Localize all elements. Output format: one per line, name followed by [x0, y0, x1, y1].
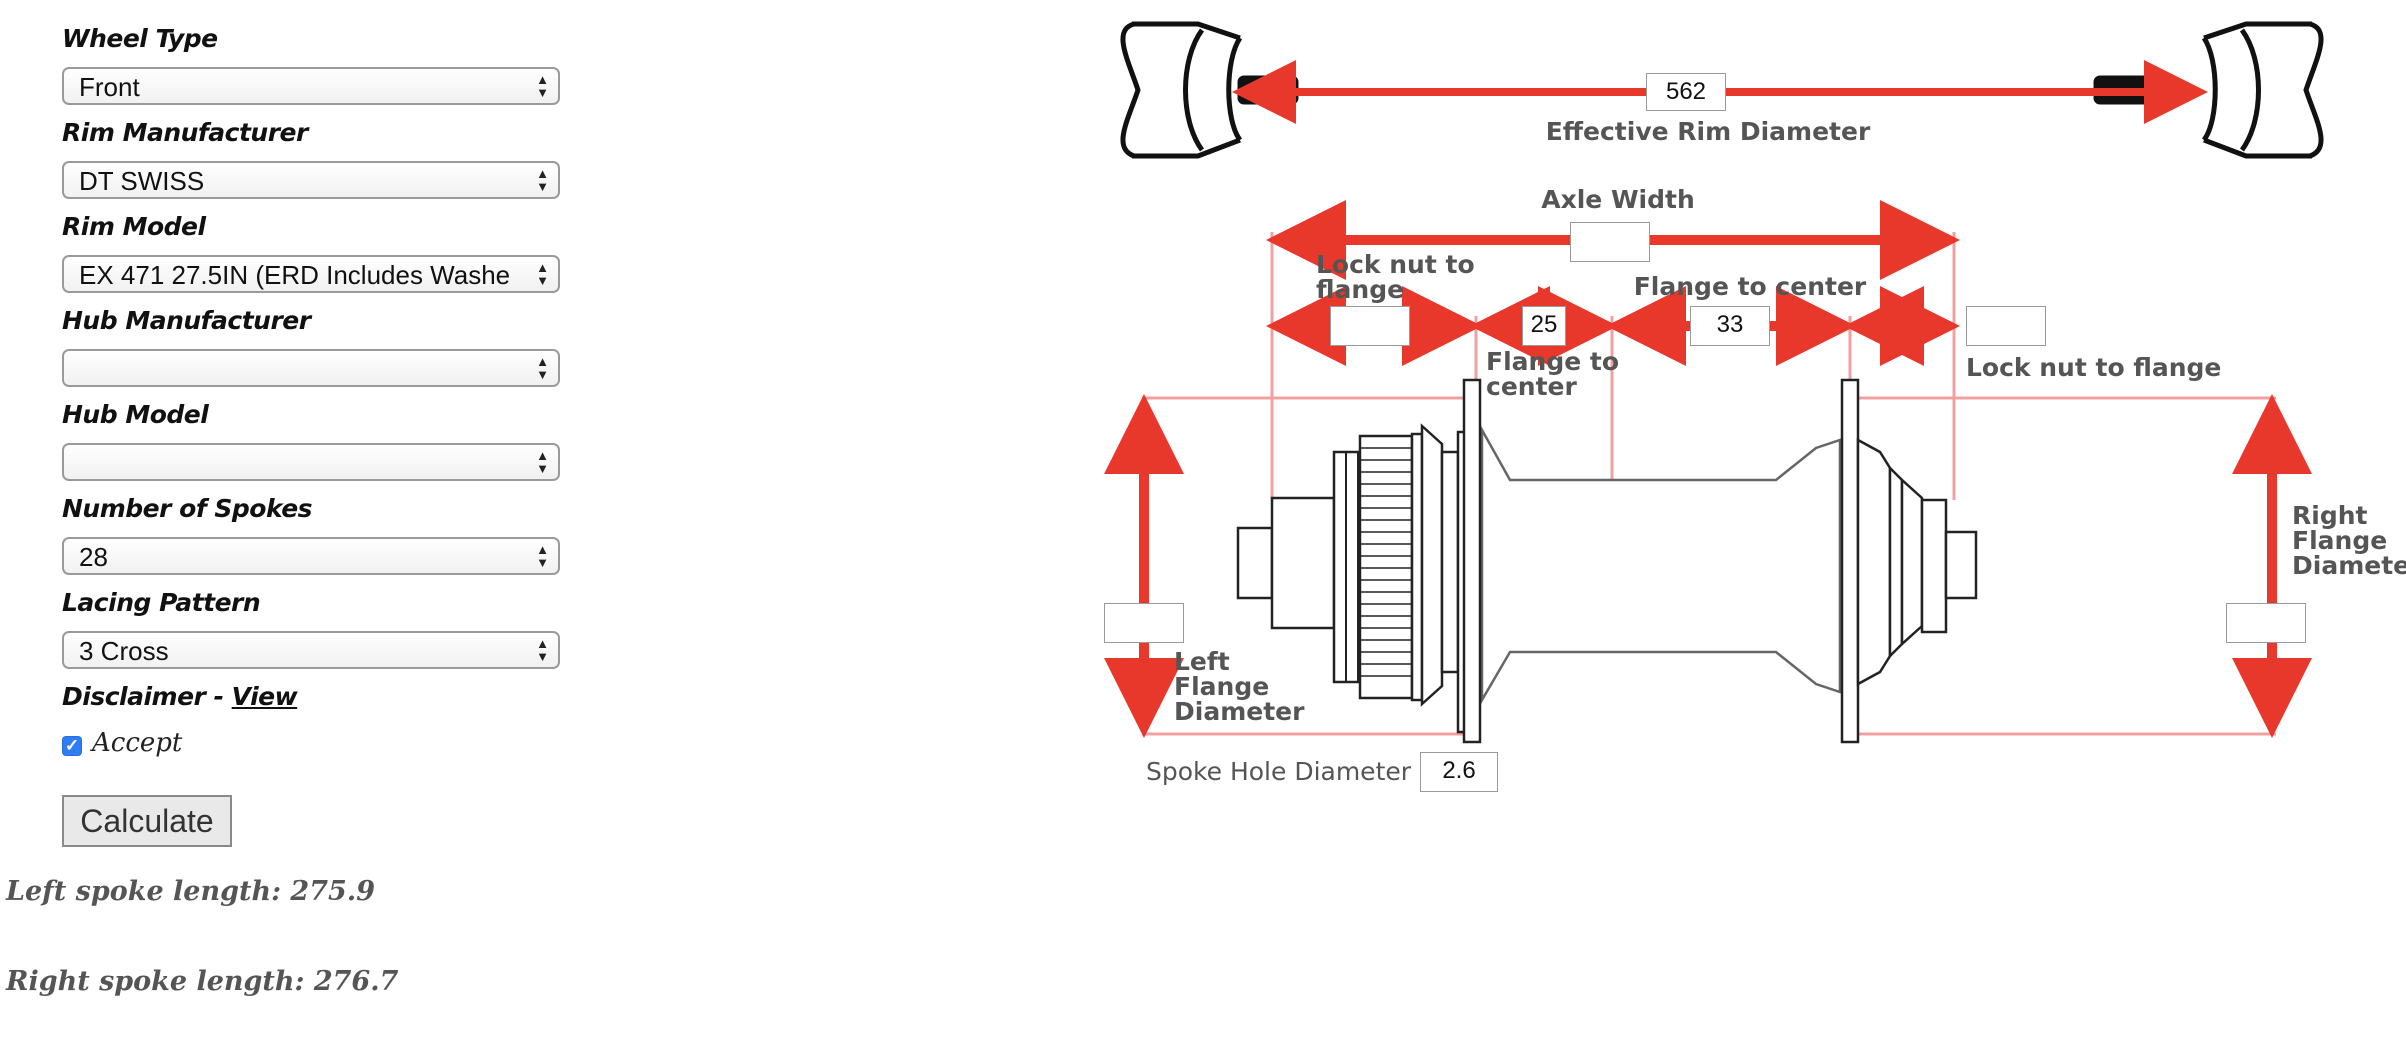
select-arrows-icon: ▲▼	[536, 542, 549, 570]
spokes-select[interactable]: 28 ▲▼	[62, 537, 560, 575]
erd-label: Effective Rim Diameter	[1546, 117, 1871, 146]
select-arrows-icon: ▲▼	[536, 72, 549, 100]
left-flange-center-label-line1: Flange to	[1486, 347, 1619, 376]
hub-drawing	[1236, 378, 1978, 744]
select-arrows-icon: ▲▼	[536, 166, 549, 194]
hub-manufacturer-label: Hub Manufacturer	[62, 306, 311, 335]
disclaimer-view-link[interactable]: View	[231, 682, 298, 711]
select-arrows-icon: ▲▼	[536, 448, 549, 476]
left-spoke-length-result: Left spoke length: 275.9	[6, 876, 375, 907]
diagram-canvas: Effective Rim Diameter Axle Width Lock n…	[1104, 21, 2406, 786]
disclaimer-label: Disclaimer - View	[62, 682, 298, 711]
rim-model-label: Rim Model	[62, 212, 206, 241]
left-locknut-label-line1: Lock nut to	[1316, 250, 1475, 279]
right-flange-label-line1: Right	[2292, 501, 2368, 530]
hub-manufacturer-select[interactable]: ▲▼	[62, 349, 560, 387]
spokes-label: Number of Spokes	[62, 494, 313, 523]
right-locknut-label: Lock nut to flange	[1966, 353, 2221, 382]
left-locknut-input[interactable]	[1330, 306, 1410, 346]
left-flange-center-label-line2: center	[1486, 372, 1577, 401]
select-arrows-icon: ▲▼	[536, 260, 549, 288]
wheel-type-value: Front	[79, 72, 140, 102]
hub-rim-diagram: Effective Rim Diameter Axle Width Lock n…	[1090, 0, 2406, 830]
rim-model-value: EX 471 27.5IN (ERD Includes Washe	[79, 260, 511, 290]
left-flange-label-line3: Diameter	[1174, 697, 1305, 726]
guide-lines	[1142, 232, 2276, 736]
rim-model-select[interactable]: EX 471 27.5IN (ERD Includes Washe ▲▼	[62, 255, 560, 293]
lacing-select[interactable]: 3 Cross ▲▼	[62, 631, 560, 669]
right-flange-center-label: Flange to center	[1634, 272, 1867, 301]
spokes-value: 28	[79, 542, 108, 572]
rim-manufacturer-value: DT SWISS	[79, 166, 205, 196]
select-arrows-icon: ▲▼	[536, 354, 549, 382]
calculate-button[interactable]: Calculate	[62, 795, 232, 847]
erd-value-box[interactable]: 562	[1646, 73, 1726, 111]
right-locknut-input[interactable]	[1966, 306, 2046, 346]
axle-width-input[interactable]	[1570, 222, 1650, 262]
right-spoke-length-result: Right spoke length: 276.7	[6, 966, 399, 997]
right-flange-label-line2: Flange	[2292, 526, 2387, 555]
spoke-hole-label: Spoke Hole Diameter	[1146, 757, 1412, 786]
lacing-label: Lacing Pattern	[62, 588, 261, 617]
left-flange-label-line2: Flange	[1174, 672, 1269, 701]
left-locknut-label-line2: flange	[1316, 275, 1404, 304]
wheel-type-label: Wheel Type	[62, 24, 218, 53]
rim-manufacturer-select[interactable]: DT SWISS ▲▼	[62, 161, 560, 199]
select-arrows-icon: ▲▼	[536, 636, 549, 664]
right-flange-label-line3: Diameter	[2292, 551, 2406, 580]
accept-checkbox[interactable]: ✓	[62, 736, 82, 756]
rim-manufacturer-label: Rim Manufacturer	[62, 118, 308, 147]
lacing-value: 3 Cross	[79, 636, 169, 666]
hub-model-label: Hub Model	[62, 400, 209, 429]
spoke-hole-diameter-input[interactable]: 2.6	[1420, 752, 1498, 792]
hub-model-select[interactable]: ▲▼	[62, 443, 560, 481]
left-flange-label-line1: Left	[1174, 647, 1230, 676]
left-flange-diameter-input[interactable]	[1104, 603, 1184, 643]
left-flange-center-input[interactable]: 25	[1522, 306, 1566, 346]
disclaimer-text: Disclaimer -	[62, 682, 232, 711]
right-flange-center-input[interactable]: 33	[1690, 306, 1770, 346]
axle-width-label: Axle Width	[1541, 185, 1695, 214]
right-flange-diameter-input[interactable]	[2226, 603, 2306, 643]
accept-label: Accept	[92, 728, 183, 758]
wheel-type-select[interactable]: Front ▲▼	[62, 67, 560, 105]
